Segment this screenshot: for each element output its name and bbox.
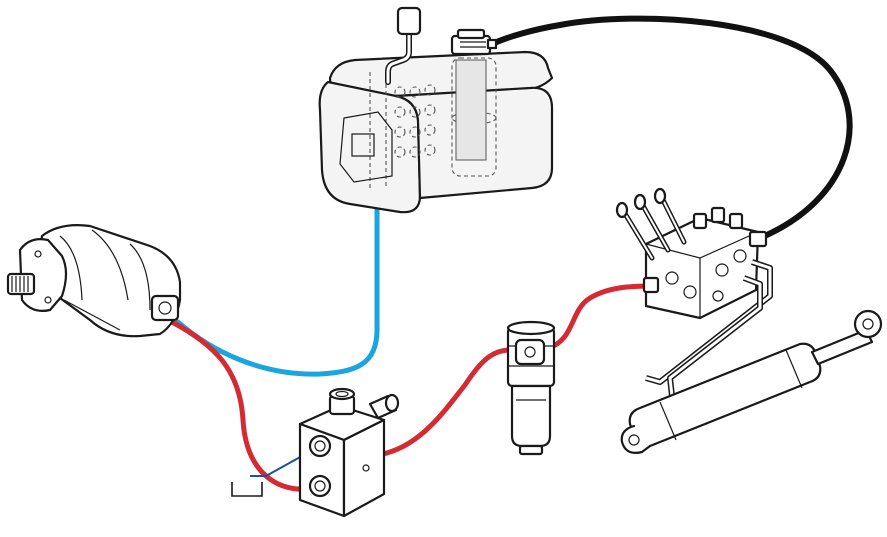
reservoir — [318, 50, 554, 214]
fill-pipe — [385, 6, 422, 85]
return-line — [489, 15, 853, 241]
tank-breather-cap — [450, 28, 498, 56]
tank-emboss — [339, 111, 393, 183]
drain-to-tank-symbol — [231, 482, 263, 497]
hydraulic-cylinder — [620, 309, 883, 454]
tank-strainer — [455, 59, 487, 161]
filter-to-control-line — [545, 283, 658, 351]
cylinder-work-lines — [645, 259, 773, 397]
tank-label-plate — [351, 133, 375, 157]
valve-to-filter-line — [375, 347, 513, 458]
relief-valve-block — [298, 387, 400, 518]
pressure-filter — [506, 320, 556, 456]
hydraulic-pump — [6, 224, 182, 338]
pump-pressure-line — [169, 319, 320, 492]
directional-control-valve — [615, 187, 768, 320]
